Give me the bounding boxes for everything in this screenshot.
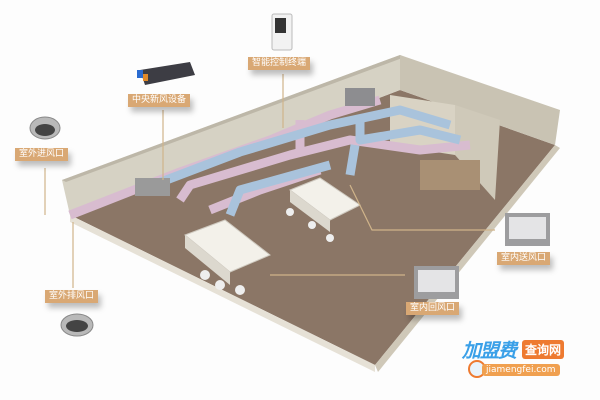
watermark-tag: 查询网 xyxy=(522,340,565,359)
controller-icon xyxy=(271,13,293,51)
front-wall-left xyxy=(70,215,375,372)
watermark-logo: 加盟费 查询网 jiamengfei.com xyxy=(462,336,582,386)
grille-return-icon xyxy=(414,266,459,299)
back-wall-top xyxy=(62,55,405,182)
supply-ducts xyxy=(138,105,462,217)
inner-room-wall-right xyxy=(455,105,500,200)
grille-supply-icon xyxy=(505,213,550,246)
round-vent-intake-icon xyxy=(29,116,61,140)
back-wall xyxy=(62,55,400,215)
front-wall-right xyxy=(375,145,560,372)
watermark-url: jiamengfei.com xyxy=(482,364,560,376)
label-central-unit: 中央新风设备 xyxy=(128,94,191,107)
label-outdoor-exhaust: 室外排风口 xyxy=(45,290,99,303)
label-smart-controller: 智能控制终端 xyxy=(248,57,311,70)
central-unit-in-ceiling xyxy=(135,178,170,196)
distribution-box xyxy=(345,88,375,106)
leader-lines xyxy=(44,74,495,288)
right-wall xyxy=(400,55,560,145)
round-vent-exhaust-icon xyxy=(60,313,94,337)
watermark-brand: 加盟费 xyxy=(462,340,517,362)
label-indoor-return: 室内回风口 xyxy=(406,302,460,315)
desk-group-front xyxy=(184,219,271,295)
label-indoor-supply: 室内送风口 xyxy=(497,252,551,265)
ventilation-unit-icon xyxy=(137,62,195,85)
label-outdoor-intake: 室外进风口 xyxy=(15,148,69,161)
cabinet xyxy=(420,160,480,190)
